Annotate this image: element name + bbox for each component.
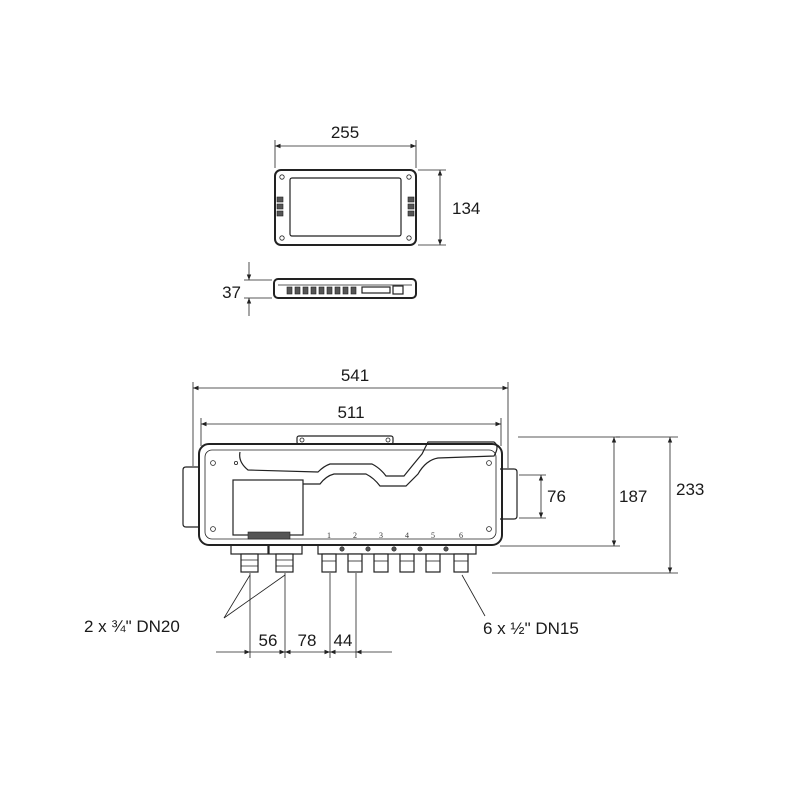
dimension-label-inner-height: 187 <box>619 487 647 506</box>
screw-icon <box>406 235 412 241</box>
dimension-541: 541 <box>192 366 509 468</box>
note-large-ports: 2 x ¾" DN20 <box>84 617 180 636</box>
dimension-label-front-width: 255 <box>331 123 359 142</box>
screw-icon <box>486 526 492 532</box>
dimension-187: 187 <box>500 436 647 547</box>
screw-icon <box>210 526 216 532</box>
right-clips <box>407 196 415 217</box>
side-connectors <box>286 285 404 295</box>
plan-view: 1 2 3 4 5 6 <box>182 435 518 573</box>
dimension-511: 511 <box>200 403 502 446</box>
front-panel-screen <box>289 177 402 237</box>
callout-large-ports: 2 x ¾" DN20 <box>84 574 286 636</box>
dimension-233: 233 <box>492 436 704 574</box>
screw-icon <box>279 235 285 241</box>
dimension-label-front-height: 134 <box>452 199 480 218</box>
dimension-255: 255 <box>274 123 417 168</box>
port-number-5: 5 <box>431 531 435 540</box>
dimension-label-large-port-spacing: 56 <box>259 631 278 650</box>
front-panel-outline <box>274 169 417 246</box>
dimension-label-overall-height: 233 <box>676 480 704 499</box>
port-number-3: 3 <box>379 531 383 540</box>
port-number-1: 1 <box>327 531 331 540</box>
right-bracket <box>500 468 518 520</box>
dimension-label-body-width: 511 <box>337 403 364 422</box>
screw-icon <box>486 460 492 466</box>
dimension-76: 76 <box>519 474 566 519</box>
dimension-label-overall-width: 541 <box>341 366 369 385</box>
dimension-label-port-group-spacing: 78 <box>298 631 317 650</box>
port-number-6: 6 <box>459 531 463 540</box>
small-ports <box>317 544 477 573</box>
port-spacing-dimensions: 56 78 44 <box>216 573 392 658</box>
port-number-4: 4 <box>405 531 409 540</box>
left-bracket <box>182 466 200 528</box>
top-handle <box>296 435 394 445</box>
port-number-2: 2 <box>353 531 357 540</box>
large-port-left <box>230 544 269 573</box>
side-profile-outline <box>273 278 417 299</box>
left-clips <box>276 196 284 217</box>
callout-small-ports: 6 x ½" DN15 <box>461 574 579 638</box>
control-module-connector <box>247 531 291 540</box>
screw-icon <box>279 174 285 180</box>
note-small-ports: 6 x ½" DN15 <box>483 619 579 638</box>
dimension-label-small-port-spacing: 44 <box>334 631 353 650</box>
dimension-134: 134 <box>418 169 480 246</box>
internal-pipework <box>239 441 498 487</box>
control-module <box>232 479 304 536</box>
screw-icon <box>210 460 216 466</box>
dimension-label-side-depth: 37 <box>222 283 241 302</box>
front-view <box>274 169 417 246</box>
large-port-right <box>268 544 303 573</box>
screw-icon <box>406 174 412 180</box>
dimension-37: 37 <box>222 262 272 316</box>
side-view <box>273 278 417 299</box>
main-body-inner <box>204 449 497 540</box>
dimension-label-bracket-height: 76 <box>547 487 566 506</box>
